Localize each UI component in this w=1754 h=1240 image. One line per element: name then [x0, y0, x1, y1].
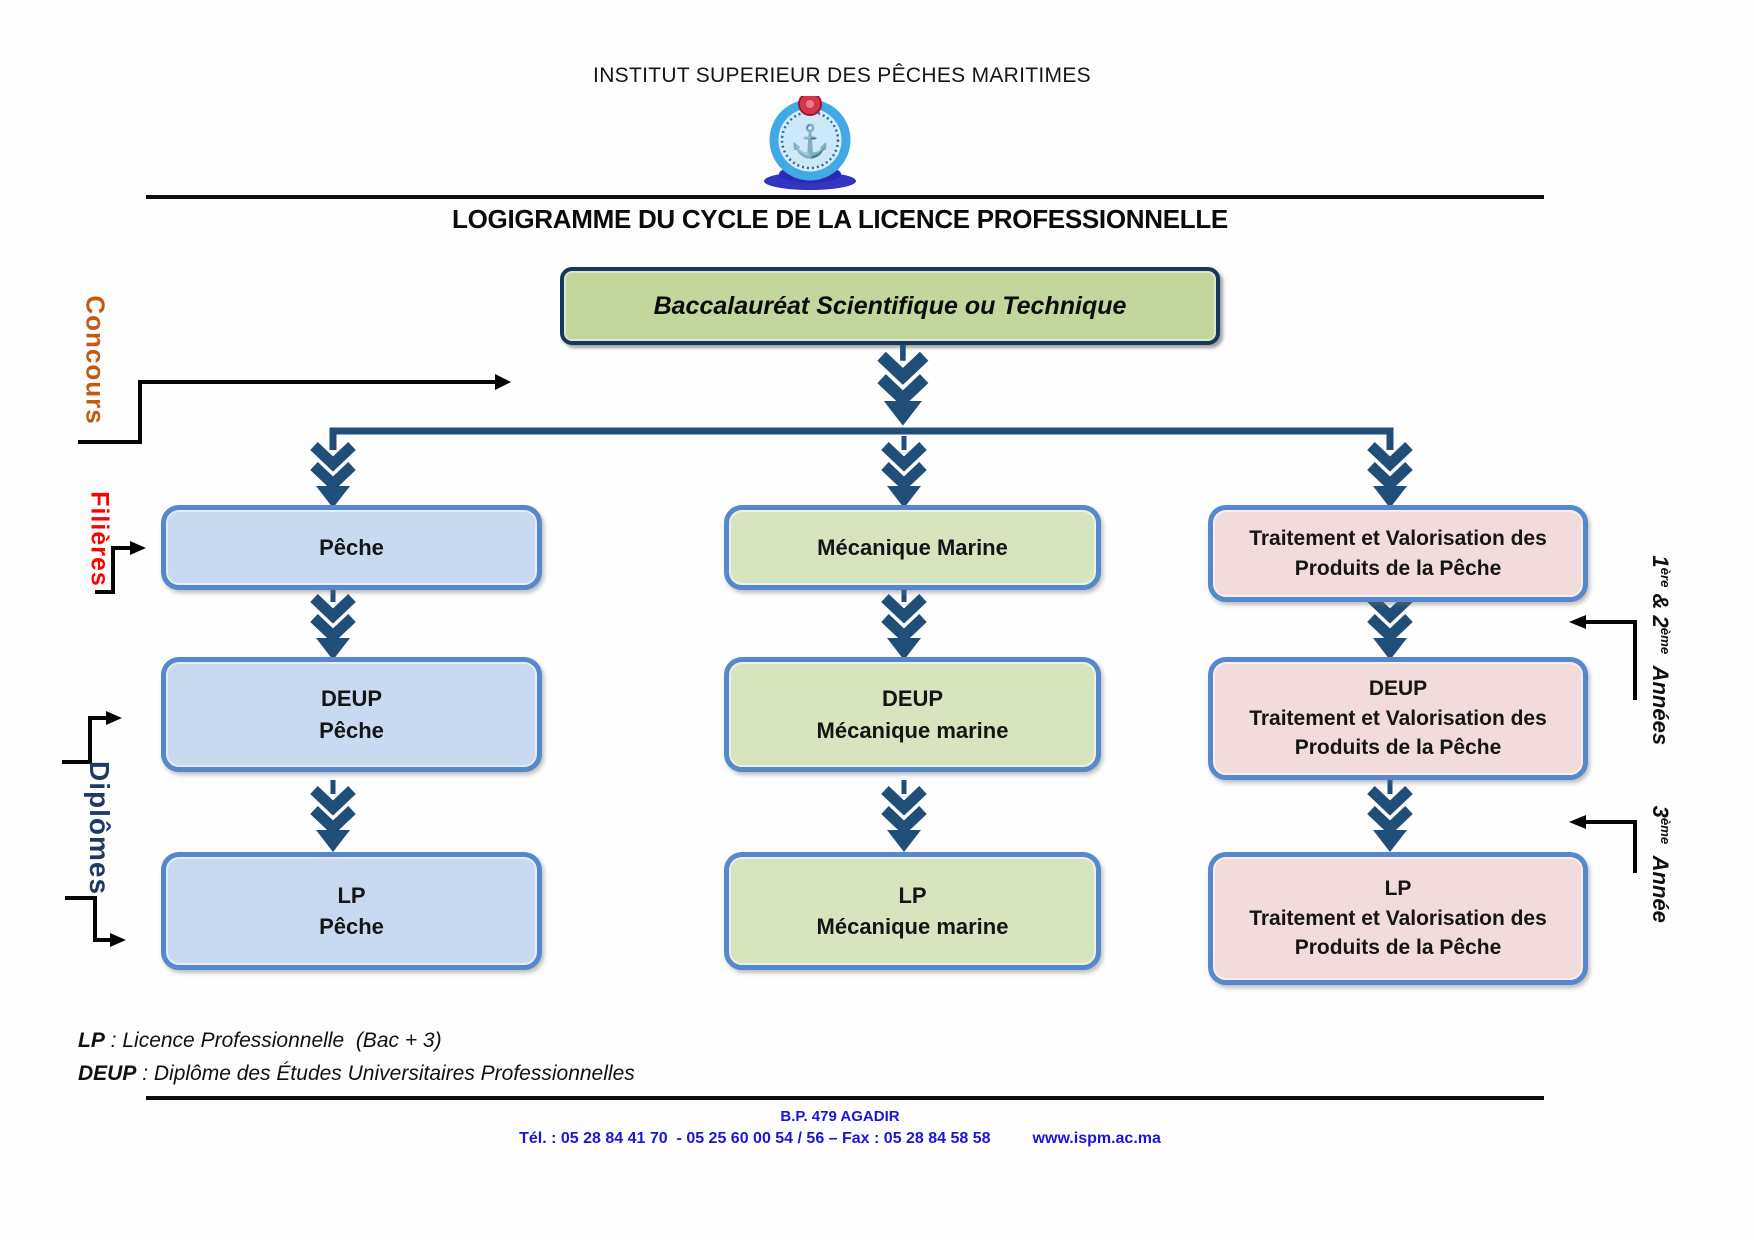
bac-box: Baccalauréat Scientifique ou Technique — [560, 267, 1220, 345]
box-label-line: Produits de la Pêche — [1294, 736, 1502, 760]
chevron-down-icon — [885, 436, 923, 508]
footer-address: B.P. 479 AGADIR — [780, 1108, 900, 1125]
lp-mecanique-box: LP Mécanique marine — [724, 852, 1101, 970]
lp-peche-box: LP Pêche — [161, 852, 542, 970]
chevron-down-icon — [885, 588, 923, 660]
deup-mecanique-box: DEUP Mécanique marine — [724, 657, 1101, 772]
box-label-line: Produits de la Pêche — [1294, 936, 1502, 960]
filiere-mecanique-box: Mécanique Marine — [724, 505, 1101, 590]
box-label-line: Traitement et Valorisation des — [1249, 526, 1547, 550]
box-label-line: DEUP — [1368, 676, 1428, 700]
box-label-line: Mécanique marine — [816, 914, 1009, 939]
box-label-line: LP — [1384, 876, 1412, 900]
diplomes-arrow-lp — [65, 896, 126, 947]
chevron-down-icon — [1371, 780, 1409, 852]
box-label-line: Mécanique Marine — [817, 534, 1008, 560]
footer-website-link[interactable]: www.ispm.ac.ma — [1032, 1130, 1161, 1147]
legend-lp: LP : Licence Professionnelle (Bac + 3) — [78, 1029, 442, 1052]
box-label-line: Pêche — [319, 914, 384, 939]
label-annees-1-2: 1ère & 2ème Années — [1647, 555, 1674, 746]
page-title: LOGIGRAMME DU CYCLE DE LA LICENCE PROFES… — [452, 204, 1228, 234]
box-label-line: Traitement et Valorisation des — [1249, 906, 1547, 930]
box-label-line: DEUP — [881, 686, 944, 712]
box-label-line: DEUP — [320, 686, 383, 712]
chevron-down-icon — [885, 780, 923, 852]
label-diplomes: Diplômes — [84, 760, 115, 896]
deup-peche-box: DEUP Pêche — [161, 657, 542, 772]
concours-arrow — [78, 374, 511, 444]
chevron-down-icon — [314, 780, 352, 852]
box-label-line: Mécanique marine — [816, 717, 1009, 743]
label-concours: Concours — [80, 295, 111, 425]
filiere-traitement-box: Traitement et Valorisation des Produits … — [1208, 505, 1588, 602]
footer-rule — [146, 1096, 1544, 1100]
diplomes-arrow-deup — [62, 711, 122, 764]
chevron-down-icon — [314, 588, 352, 660]
legend: LP : Licence Professionnelle (Bac + 3) D… — [78, 1024, 635, 1090]
legend-deup: DEUP : Diplôme des Études Universitaires… — [78, 1062, 635, 1085]
box-label-line: Traitement et Valorisation des — [1249, 706, 1547, 730]
label-annee-3: 3ème Année — [1647, 805, 1674, 923]
box-label-line: Pêche — [319, 717, 384, 743]
filiere-peche-box: Pêche — [161, 505, 542, 590]
box-label-line: LP — [898, 882, 927, 908]
chevron-down-icon — [882, 345, 925, 426]
lp-traitement-box: LP Traitement et Valorisation des Produi… — [1208, 852, 1588, 985]
institute-name: INSTITUT SUPERIEUR DES PÊCHES MARITIMES — [593, 64, 1091, 87]
header-rule — [146, 195, 1544, 199]
footer-contact-row: Tél. : 05 28 84 41 70 - 05 25 60 00 54 /… — [519, 1130, 1161, 1148]
anchor-icon: ⚓ — [790, 123, 830, 159]
chevron-down-icon — [1371, 436, 1409, 508]
footer-phone: Tél. : 05 28 84 41 70 - 05 25 60 00 54 /… — [519, 1130, 991, 1147]
box-label-line: LP — [337, 882, 366, 908]
ispm-logo: ⚓ — [764, 96, 856, 190]
box-label-line: Produits de la Pêche — [1294, 556, 1502, 580]
bac-label: Baccalauréat Scientifique ou Technique — [653, 291, 1127, 320]
label-filieres: Filières — [85, 491, 114, 587]
chevron-down-icon — [314, 436, 352, 508]
deup-traitement-box: DEUP Traitement et Valorisation des Prod… — [1208, 657, 1588, 780]
box-label-line: Pêche — [319, 534, 384, 560]
branch-line — [329, 427, 1394, 450]
